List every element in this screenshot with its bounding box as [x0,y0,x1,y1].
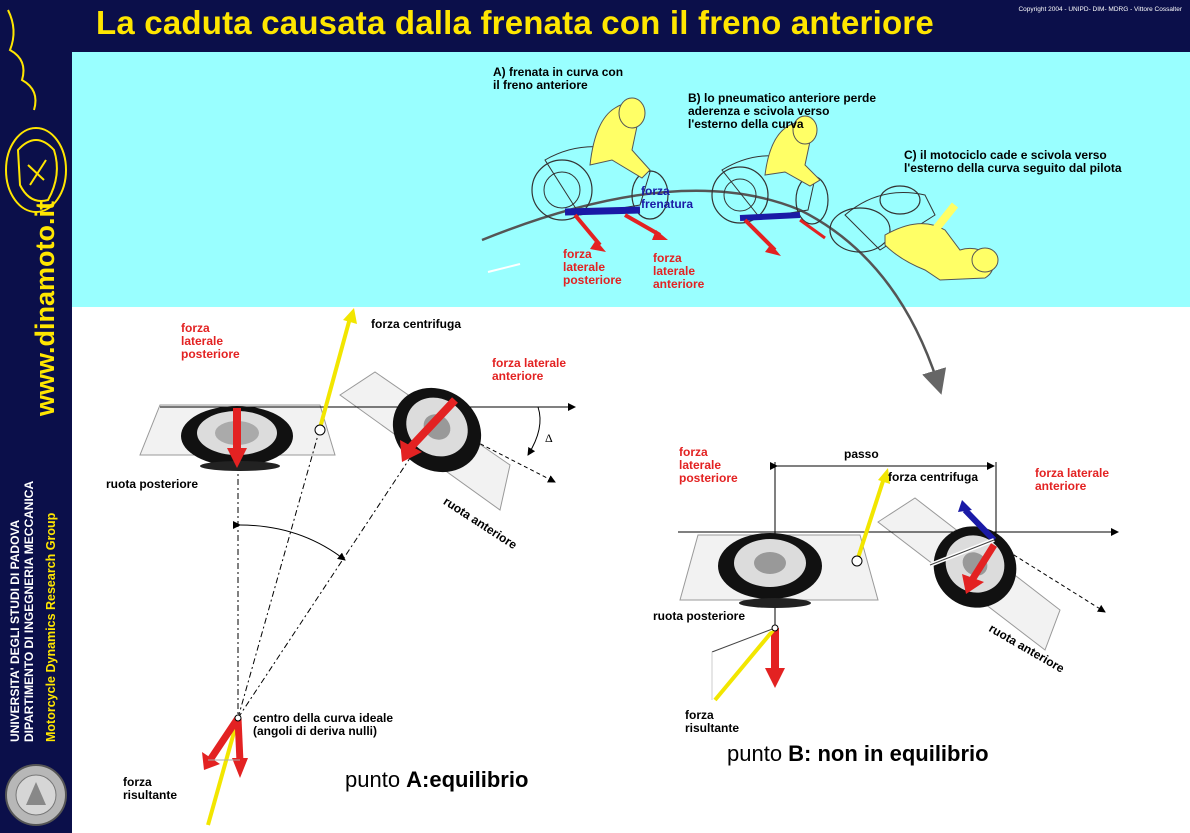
curve-center-label: centro della curva ideale (angoli di der… [253,711,394,738]
right-rear-lateral-label: forza laterale posteriore [679,445,738,485]
motorcycle-c [829,185,999,281]
step-b-label: B) lo pneumatico anteriore perde aderenz… [688,91,877,131]
braking-force-label: forza frenatura [641,184,694,211]
step-a-label: A) frenata in curva con il freno anterio… [493,65,624,92]
sidebar [0,0,72,833]
wheelbase-label: passo [844,447,879,461]
top-front-lateral-label: forza laterale anteriore [653,251,705,291]
website-link[interactable]: www.dinamoto.it [30,201,60,416]
left-rear-wheel-label: ruota posteriore [106,477,199,491]
title-bar [72,0,1190,52]
university-seal [5,764,67,826]
road-mark [487,263,521,273]
motorcycle-b [711,115,829,256]
force-arrows-a [564,206,668,252]
top-rear-lateral-label: forza laterale posteriore [563,247,622,287]
delta-angle-label: Δ [545,431,553,445]
motorcycle-a [531,97,669,221]
left-front-lateral-label: forza laterale anteriore [492,356,567,383]
right-rear-wheel-label: ruota posteriore [653,609,746,623]
copyright-note: Copyright 2004 - UNIPD- DIM- MDRG - Vitt… [1018,6,1182,13]
page-title: La caduta causata dalla frenata con il f… [96,4,934,41]
sky-panel [72,52,1190,307]
research-group: Motorcycle Dynamics Research Group [44,512,58,742]
step-c-label: C) il motociclo cade e scivola verso l'e… [904,148,1122,175]
dinamoto-logo [5,9,67,213]
right-diagram [678,462,1119,702]
left-rear-lateral-label: forza laterale posteriore [181,321,240,361]
left-resultant-label: forza risultante [123,775,178,802]
right-centrifugal-label: forza centrifuga [888,470,979,484]
point-a-caption: punto A:equilibrio [345,767,529,792]
trajectory-curve [481,189,947,395]
left-centrifugal-label: forza centrifuga [371,317,462,331]
department-name: DIPARTIMENTO DI INGEGNERIA MECCANICA [22,480,36,742]
right-resultant-label: forza risultante [685,708,740,735]
right-front-lateral-label: forza laterale anteriore [1035,466,1110,493]
university-name: UNIVERSITA' DEGLI STUDI DI PADOVA [8,519,22,742]
left-diagram [139,308,576,826]
point-b-caption: punto B: non in equilibrio [727,741,989,766]
